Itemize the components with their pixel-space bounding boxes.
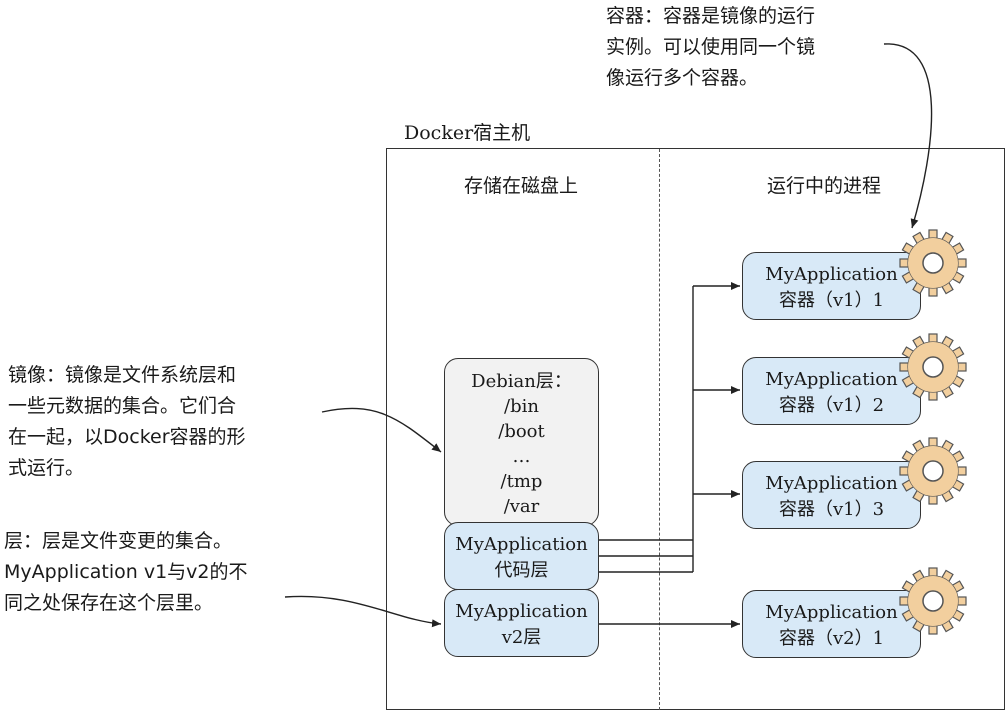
container-name: MyApplication (765, 602, 898, 623)
callout-line: 实例。可以使用同一个镜 (606, 36, 816, 58)
layer-callout: 层：层是文件变更的集合。 MyApplication v1与v2的不 同之处保存… (4, 526, 248, 619)
container-v1-2: MyApplication 容器（v1）2 (742, 357, 921, 425)
callout-line: MyApplication v1与v2的不 (4, 561, 248, 583)
column-divider (659, 149, 660, 710)
container-name: MyApplication (765, 264, 898, 285)
running-processes-title: 运行中的进程 (766, 175, 881, 197)
container-v1-1: MyApplication 容器（v1）1 (742, 252, 921, 320)
gear-icon (899, 333, 967, 401)
container-label: 容器（v1）1 (778, 290, 885, 311)
callout-line: 容器：容器是镜像的运行 (606, 5, 816, 27)
container-label: 容器（v2）1 (778, 628, 885, 649)
layer-text: /tmp (500, 471, 543, 492)
container-callout-leader (883, 43, 933, 229)
callout-line: 一些元数据的集合。它们合 (8, 395, 237, 417)
callout-line: 像运行多个容器。 (606, 67, 759, 89)
layer-callout-leader (284, 595, 442, 628)
code-layer-box: MyApplication 代码层 (444, 522, 599, 590)
layer-text: v2层 (501, 627, 542, 648)
container-label: 容器（v1）2 (778, 395, 885, 416)
v2-layer-box: MyApplication v2层 (444, 589, 599, 657)
gear-icon (899, 437, 967, 505)
container-callout: 容器：容器是镜像的运行 实例。可以使用同一个镜 像运行多个容器。 (606, 1, 815, 94)
container-name: MyApplication (765, 473, 898, 494)
stored-on-disk-title: 存储在磁盘上 (463, 175, 578, 197)
callout-line: 镜像：镜像是文件系统层和 (8, 364, 237, 386)
callout-line: 同之处保存在这个层里。 (4, 592, 214, 614)
docker-host-box (386, 148, 1005, 710)
callout-line: 层：层是文件变更的集合。 (4, 530, 233, 552)
debian-layer-box: Debian层： /bin /boot … /tmp /var (444, 358, 599, 526)
gear-icon (899, 229, 967, 297)
layer-text: MyApplication (455, 534, 588, 555)
layer-text: MyApplication (455, 601, 588, 622)
container-v1-3: MyApplication 容器（v1）3 (742, 461, 921, 529)
container-label: 容器（v1）3 (778, 499, 885, 520)
layer-text: Debian层： (471, 371, 572, 392)
container-v2-1: MyApplication 容器（v2）1 (742, 590, 921, 658)
image-callout-leader (321, 407, 442, 453)
callout-line: 在一起，以Docker容器的形 (8, 426, 246, 448)
layer-text: /var (503, 496, 540, 517)
host-title: Docker宿主机 (404, 122, 531, 144)
gear-icon (899, 567, 967, 635)
callout-line: 式运行。 (8, 457, 85, 479)
container-name: MyApplication (765, 369, 898, 390)
image-callout: 镜像：镜像是文件系统层和 一些元数据的集合。它们合 在一起，以Docker容器的… (8, 360, 246, 484)
layer-text: 代码层 (494, 560, 549, 581)
layer-text: /bin (504, 396, 539, 417)
layer-text: /boot (498, 421, 545, 442)
layer-text: … (512, 446, 531, 467)
